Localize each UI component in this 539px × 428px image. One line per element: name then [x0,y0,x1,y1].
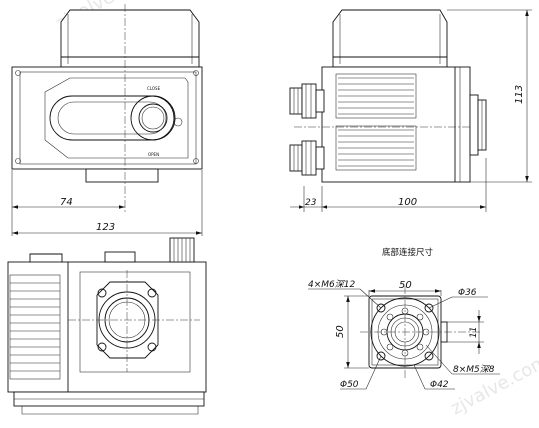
flange-dimension-right: 11 [469,327,479,338]
bottom-cooling-fins [9,274,61,380]
dimension-113: 113 [514,85,525,104]
front-top-cover [60,9,200,68]
flange-bolt-hole [97,288,107,298]
dimension-74: 74 [60,197,73,208]
bottom-body [7,261,207,393]
bottom-view [7,237,207,415]
side-view: 113 23 100 [289,9,532,212]
side-top-cover [332,9,448,68]
callout-dia-bottom-left: Φ50 [340,380,359,390]
bolt-hole-m5 [416,343,424,351]
callout-dia-top: Φ36 [458,288,477,298]
bolt-hole-m6 [424,351,434,361]
open-label: OPEN [148,152,159,157]
bolt-hole-m6 [376,303,386,313]
flange-bolt-hole [147,288,157,298]
front-view: CLOSE OPEN 74 123 [11,4,203,236]
bottom-flange [96,281,159,359]
dimension-100: 100 [398,197,417,208]
callout-bolts-top: 4×M6深12 [308,279,355,290]
front-indicator-window [130,95,176,141]
front-bottom-tab [85,168,159,183]
watermark: zjvalve.com [447,351,539,420]
callout-dia-bottom: Φ42 [430,380,449,390]
flange-dimension-left: 50 [335,325,346,338]
side-cooling-fins [335,73,417,171]
flange-bolt-hole [97,342,107,352]
flange-detail: 底部连接尺寸 50 50 [308,247,500,390]
cable-gland-upper [289,83,325,119]
flange-dimension-top: 50 [399,280,412,291]
bolt-hole-m5 [416,313,424,321]
front-mounting-plate [11,66,203,170]
close-label: CLOSE [147,86,161,91]
flange-detail-title: 底部连接尺寸 [382,247,434,258]
bolt-hole-m6 [424,303,434,313]
callout-bolts-bottom: 8×M5深8 [453,364,495,375]
dimension-23: 23 [305,198,317,208]
bolt-hole-m5 [386,343,394,351]
bolt-hole-m5 [386,313,394,321]
flange-bolt-hole [147,342,157,352]
bolt-hole-m6 [376,351,386,361]
dimension-123: 123 [96,222,115,233]
side-flange [469,94,479,156]
cable-gland-lower [289,140,325,176]
